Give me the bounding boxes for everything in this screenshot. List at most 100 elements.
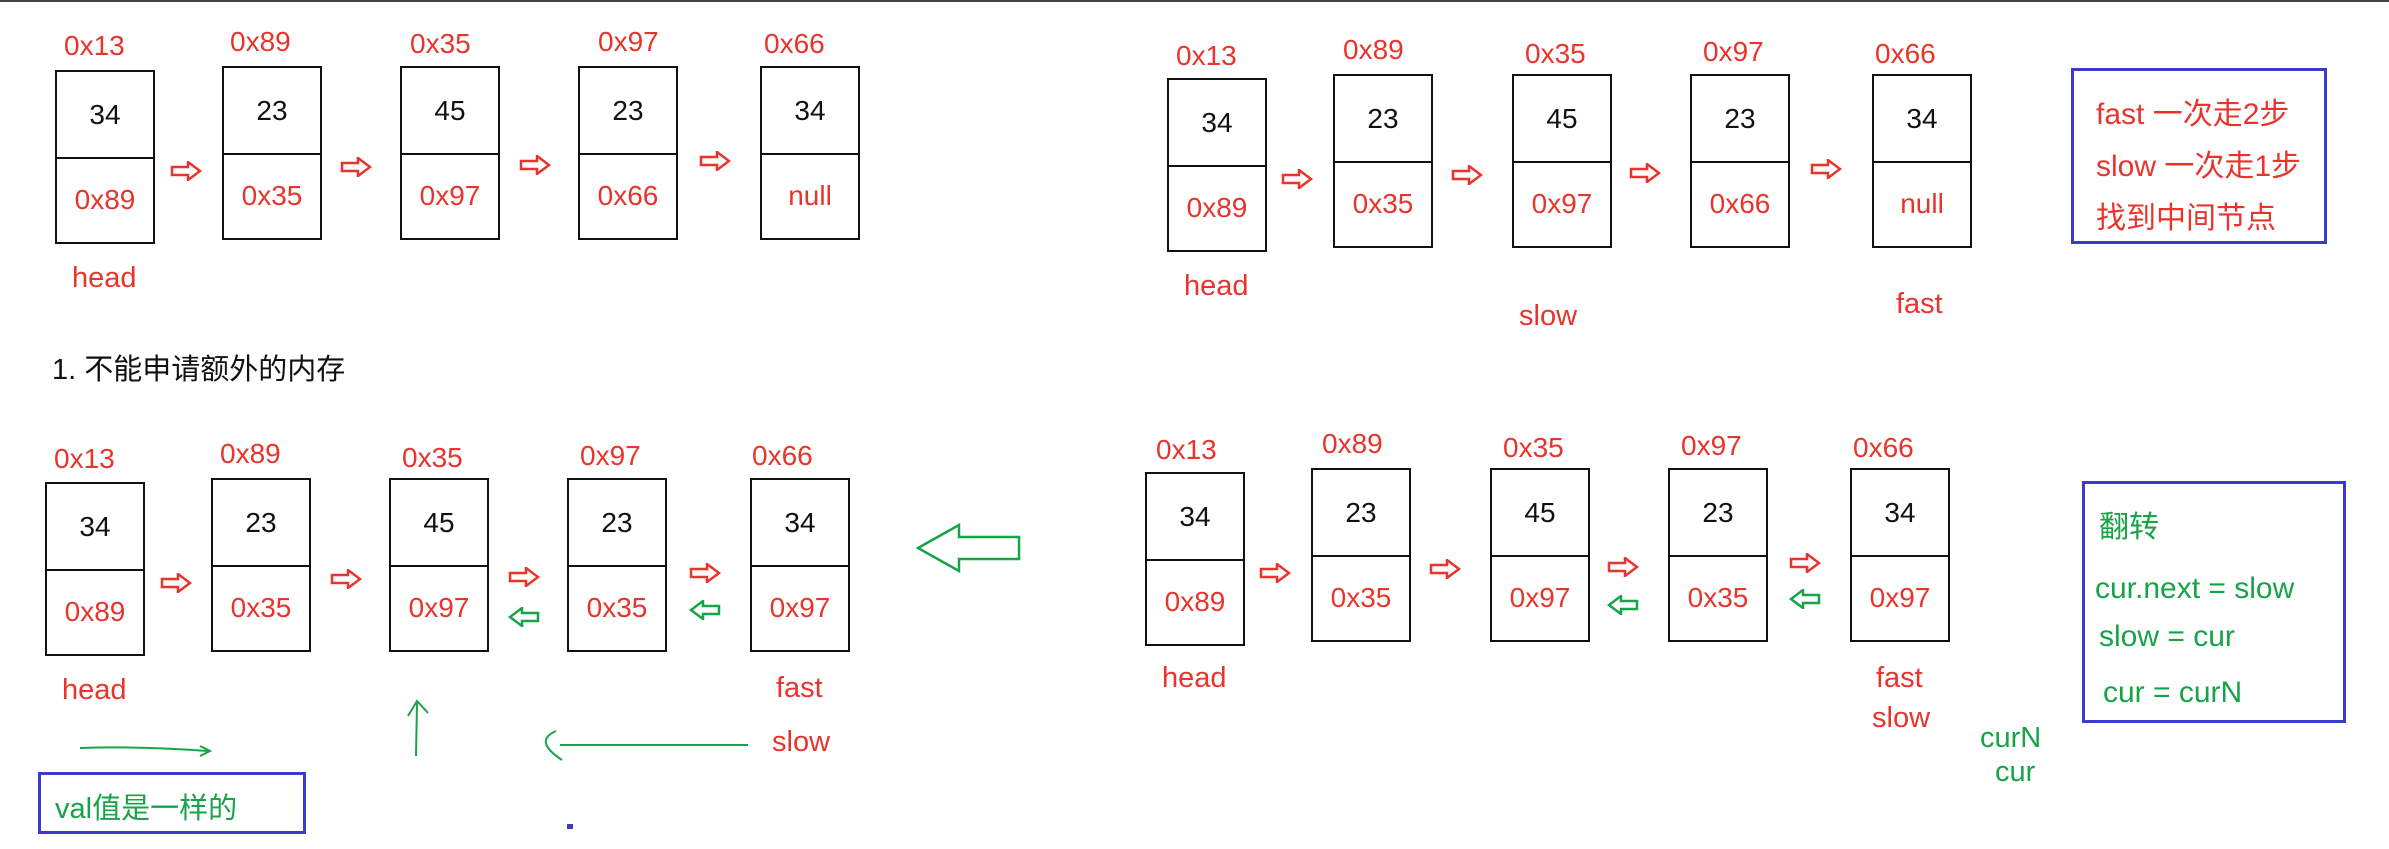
reverse-step: slow = cur — [2099, 620, 2235, 653]
fast-label: fast — [776, 672, 823, 704]
node-address: 0x13 — [54, 443, 115, 474]
node-address: 0x35 — [1525, 38, 1586, 69]
green-long-arrow — [79, 746, 209, 752]
note-line: fast 一次走2步 — [2096, 98, 2290, 131]
node-value: 23 — [1670, 470, 1766, 557]
right-arrow-icon — [1629, 163, 1661, 183]
list-node: 23 0x66 — [578, 66, 678, 240]
curN-label: curN — [1980, 722, 2042, 754]
node-next: 0x97 — [769, 591, 831, 623]
node-address: 0x89 — [1343, 34, 1404, 65]
list-node: 34 0x97 — [750, 478, 850, 652]
node-address: 0x66 — [1875, 38, 1936, 69]
node-value: 23 — [580, 68, 676, 155]
node-value: 23 — [1692, 76, 1788, 163]
head-label: head — [1162, 662, 1227, 694]
val-note-text: val值是一样的 — [55, 793, 238, 825]
right-arrow-icon — [1810, 159, 1842, 179]
node-next: 0x89 — [1186, 191, 1248, 223]
list-node: 34 null — [760, 66, 860, 240]
top-border — [0, 0, 2389, 2]
node-address: 0x13 — [1176, 40, 1237, 71]
list-node: 23 0x35 — [1668, 468, 1768, 642]
note-line: slow 一次走1步 — [2096, 150, 2302, 183]
slow-label: slow — [1519, 300, 1578, 332]
right-arrow-icon — [330, 569, 362, 589]
reverse-note-box: 翻转 cur.next = slow slow = cur cur = curN — [2082, 481, 2346, 723]
node-next: 0x66 — [1709, 187, 1771, 219]
head-label: head — [1184, 270, 1249, 302]
list-node: 45 0x97 — [389, 478, 489, 652]
list-node: 34 0x89 — [45, 482, 145, 656]
node-next: 0x35 — [241, 179, 303, 211]
node-next: 0x89 — [1164, 585, 1226, 617]
node-value: 45 — [1514, 76, 1610, 163]
right-arrow-icon — [1789, 553, 1821, 573]
node-value: 34 — [752, 480, 848, 567]
node-value: 34 — [57, 72, 153, 159]
node-value: 45 — [402, 68, 498, 155]
list-node: 23 0x35 — [1311, 468, 1411, 642]
node-address: 0x97 — [1681, 430, 1742, 461]
list-node: 45 0x97 — [400, 66, 500, 240]
head-label: head — [62, 674, 127, 706]
node-address: 0x66 — [752, 440, 813, 471]
node-next: 0x35 — [230, 591, 292, 623]
node-next: null — [1900, 187, 1944, 219]
node-value: 45 — [391, 480, 487, 567]
node-next: 0x97 — [1531, 187, 1593, 219]
node-address: 0x89 — [220, 438, 281, 469]
node-value: 23 — [1313, 470, 1409, 557]
node-address: 0x89 — [230, 26, 291, 57]
node-value: 23 — [213, 480, 309, 567]
list-node: 34 0x97 — [1850, 468, 1950, 642]
green-long-arrow — [199, 745, 213, 757]
node-address: 0x89 — [1322, 428, 1383, 459]
node-value: 23 — [569, 480, 665, 567]
list-node: 34 null — [1872, 74, 1972, 248]
fast-label: fast — [1876, 662, 1923, 694]
node-next: 0x97 — [1509, 581, 1571, 613]
node-address: 0x97 — [598, 26, 659, 57]
node-address: 0x97 — [1703, 36, 1764, 67]
list-node: 34 0x89 — [1145, 472, 1245, 646]
list-node: 34 0x89 — [1167, 78, 1267, 252]
green-up-arrow — [407, 699, 429, 717]
right-arrow-icon — [170, 161, 202, 181]
right-arrow-icon — [699, 151, 731, 171]
node-next: 0x97 — [419, 179, 481, 211]
node-address: 0x13 — [1156, 434, 1217, 465]
list-node: 45 0x97 — [1512, 74, 1612, 248]
list-node: 23 0x35 — [211, 478, 311, 652]
left-arrow-icon — [1607, 595, 1639, 615]
right-arrow-icon — [1259, 563, 1291, 583]
right-arrow-icon — [508, 567, 540, 587]
big-left-arrow-icon — [915, 522, 1021, 574]
list-node: 23 0x35 — [1333, 74, 1433, 248]
node-address: 0x66 — [764, 28, 825, 59]
green-left-arrow — [545, 730, 563, 761]
right-arrow-icon — [519, 155, 551, 175]
node-address: 0x97 — [580, 440, 641, 471]
node-next: 0x97 — [408, 591, 470, 623]
right-arrow-icon — [1281, 169, 1313, 189]
right-arrow-icon — [689, 563, 721, 583]
left-arrow-icon — [1789, 589, 1821, 609]
node-value: 23 — [224, 68, 320, 155]
right-arrow-icon — [340, 157, 372, 177]
node-value: 45 — [1492, 470, 1588, 557]
slow-label: slow — [1872, 702, 1931, 734]
node-next: 0x89 — [74, 183, 136, 215]
node-address: 0x13 — [64, 30, 125, 61]
node-next: null — [788, 179, 832, 211]
left-arrow-icon — [508, 607, 540, 627]
right-arrow-icon — [1451, 165, 1483, 185]
list-node: 34 0x89 — [55, 70, 155, 244]
green-up-arrow — [415, 702, 418, 757]
node-next: 0x66 — [597, 179, 659, 211]
node-value: 34 — [47, 484, 143, 571]
node-address: 0x35 — [1503, 432, 1564, 463]
list-node: 45 0x97 — [1490, 468, 1590, 642]
list-node: 23 0x35 — [222, 66, 322, 240]
slow-label: slow — [772, 726, 831, 758]
